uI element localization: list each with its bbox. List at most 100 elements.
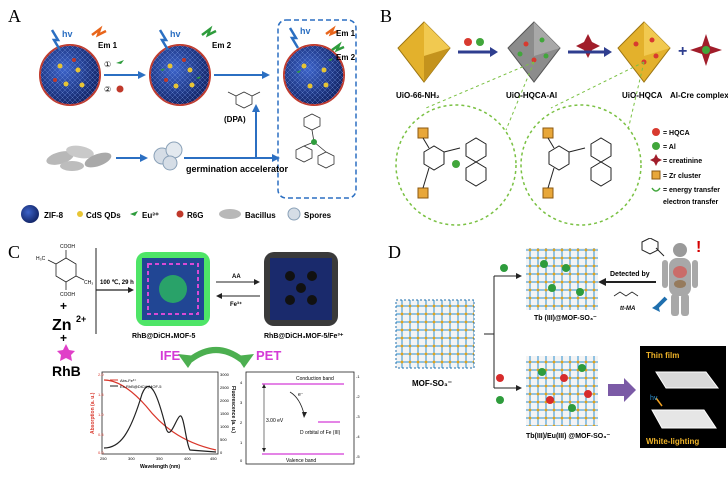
svg-text:Wavelength (nm): Wavelength (nm) — [140, 464, 180, 470]
mof-so3-structure — [396, 300, 474, 368]
hqca-structure — [542, 127, 612, 199]
rhb-star-icon — [57, 344, 75, 361]
absorption-curve — [103, 379, 217, 451]
svg-text:250: 250 — [100, 456, 107, 461]
spectrum-plot: Abs-Fe³⁺ Ex-RhB@DiCH₃MOF-5 2.0 1.5 1.0 0… — [90, 371, 236, 470]
hv-label-3: hv — [300, 26, 311, 36]
energy-diagram: Conduction band Valence band 3.00 eV D o… — [240, 371, 360, 465]
emission-green-bolt-icon — [201, 25, 217, 38]
light-bolt-icon-2 — [158, 29, 170, 51]
hqca-icon — [464, 38, 472, 46]
svg-text:1: 1 — [240, 440, 243, 445]
svg-text:= Al: = Al — [663, 144, 676, 151]
zoom-circle-1 — [395, 104, 517, 226]
svg-text:CH₃: CH₃ — [84, 280, 93, 286]
tb-ion-icon — [500, 264, 508, 272]
svg-text:H₃C: H₃C — [36, 256, 46, 262]
rhb-mof5-fe-cube — [264, 252, 338, 326]
panel-c-diagram: C COOH COOH H₃C CH₃ + Zn 2+ + RhB 100 ℃,… — [8, 242, 360, 470]
tb-eu-mof-structure — [526, 356, 598, 426]
panel-a: A hv Em 1 ① ② hv Em 2 (DPA) — [0, 0, 362, 236]
hv-label-d: hv — [650, 395, 658, 402]
eu-icon — [116, 60, 124, 64]
panel-b-label: B — [380, 6, 392, 26]
thin-film-label: Thin film — [646, 351, 679, 360]
svg-text:500: 500 — [220, 437, 227, 442]
plus-sign: + — [678, 43, 687, 60]
svg-text:1.0: 1.0 — [98, 412, 104, 417]
al-cre-label: Al-Cre complexes — [670, 91, 728, 100]
bacillus-group — [46, 145, 112, 171]
zn-charge: 2+ — [76, 314, 86, 324]
ife-pet-arrow — [188, 347, 244, 363]
svg-text:-3: -3 — [356, 414, 360, 419]
germination-label: germination accelerator — [186, 164, 289, 174]
svg-text:400: 400 — [184, 456, 191, 461]
svg-text:Eu³⁺: Eu³⁺ — [142, 211, 159, 220]
panel-d-diagram: D MOF-SO₃⁻ Tb³⁺ Eu³⁺ Tb³⁺ Tb (III)@MOF-S… — [388, 237, 726, 448]
panel-b-diagram: B UiO-66-NH₂ UiO-HQCA-Al UiO-HQCA + Al-C… — [380, 6, 728, 226]
svg-text:3: 3 — [240, 400, 243, 405]
detected-label: Detected by — [610, 271, 650, 278]
uio-hqca-al-octahedron — [507, 21, 561, 83]
hqca-al-structure — [417, 127, 487, 199]
svg-text:D orbital of Fe (III): D orbital of Fe (III) — [300, 430, 341, 436]
panel-c: C COOH COOH H₃C CH₃ + Zn 2+ + RhB 100 ℃,… — [0, 238, 362, 477]
ttma-label: tt-MA — [620, 306, 635, 312]
svg-text:ZIF-8: ZIF-8 — [44, 211, 64, 220]
al-icon — [476, 38, 484, 46]
plus-1: + — [60, 299, 67, 313]
panel-b: B UiO-66-NH₂ UiO-HQCA-Al UiO-HQCA + Al-C… — [366, 0, 728, 236]
pet-label: PET — [256, 348, 281, 363]
ife-label: IFE — [160, 348, 181, 363]
svg-text:Abs-Fe³⁺: Abs-Fe³⁺ — [120, 378, 136, 383]
creatinine-icon — [576, 34, 600, 58]
rhb-label: RhB — [52, 363, 81, 379]
svg-text:3.00 eV: 3.00 eV — [266, 418, 284, 424]
panel-a-label: A — [8, 6, 21, 26]
em2-label-2: Em 2 — [336, 53, 356, 62]
svg-text:Conduction band: Conduction band — [296, 376, 334, 382]
em1-label-2: Em 1 — [336, 29, 356, 38]
al-cre-complex-icon — [690, 34, 722, 66]
tb-mof-label: Tb (III)@MOF-SO₃⁻ — [534, 315, 597, 322]
result-dashed-box — [277, 19, 357, 199]
emission-bolt-icon — [91, 25, 107, 38]
dpa-molecule — [227, 91, 261, 109]
dpa-label: (DPA) — [224, 115, 246, 124]
svg-text:2000: 2000 — [220, 398, 230, 403]
ttma-molecule — [613, 291, 639, 297]
svg-text:= creatinine: = creatinine — [663, 158, 702, 165]
svg-text:= energy transfer: = energy transfer — [663, 187, 720, 194]
tb-mof-structure — [526, 248, 598, 310]
svg-text:CdS QDs: CdS QDs — [86, 211, 121, 220]
human-body-figure — [662, 243, 698, 316]
zif8-sphere-3 — [283, 44, 345, 106]
svg-text:350: 350 — [156, 456, 163, 461]
step2-label: ② — [104, 85, 111, 94]
svg-text:Eu³⁺: Eu³⁺ — [496, 370, 504, 375]
light-bolt-icon-3 — [288, 27, 300, 49]
eu-dpa-complex — [295, 113, 335, 169]
hv-label-2: hv — [170, 29, 181, 39]
eu-ion-icon — [496, 374, 504, 382]
svg-text:Bacillus: Bacillus — [245, 211, 276, 220]
svg-text:R6G: R6G — [187, 211, 203, 220]
uio-hqca-label: UiO-HQCA — [622, 91, 663, 100]
mof2-label: RhB@DiCH₃MOF-5/Fe³⁺ — [264, 333, 344, 340]
panel-d-label: D — [388, 242, 401, 262]
tb-ion-icon-2 — [496, 396, 504, 404]
svg-text:-1: -1 — [356, 374, 360, 379]
fe-label: Fe³⁺ — [230, 301, 242, 308]
purple-arrow — [608, 378, 636, 402]
panel-b-legend: = HQCA = Al = creatinine = Zr cluster = … — [650, 128, 720, 206]
svg-text:4: 4 — [240, 380, 243, 385]
svg-text:2500: 2500 — [220, 385, 230, 390]
excitation-curve — [103, 385, 217, 453]
svg-text:3000: 3000 — [220, 372, 230, 377]
svg-text:1.5: 1.5 — [98, 392, 104, 397]
mof-so3-label: MOF-SO₃⁻ — [412, 379, 452, 388]
zoom-circle-2 — [520, 104, 642, 226]
uio-hqca-al-label: UiO-HQCA-Al — [506, 91, 557, 100]
svg-text:e⁻: e⁻ — [298, 392, 304, 398]
